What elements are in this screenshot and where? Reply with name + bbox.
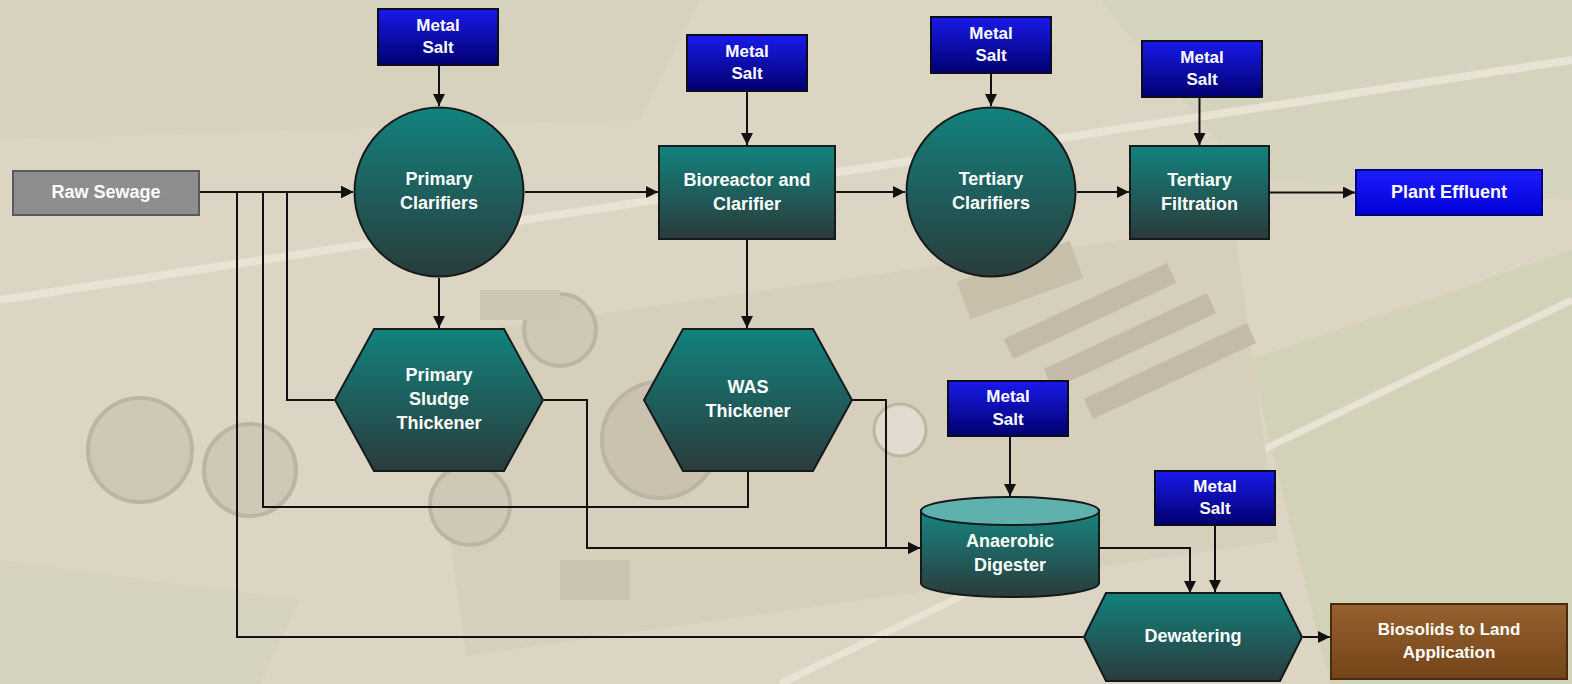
road: [0, 60, 1572, 300]
flow-arrow: [1214, 526, 1216, 592]
field: [0, 560, 300, 684]
node-text-block: Metal Salt: [978, 386, 1038, 431]
basin-photo: [1044, 293, 1216, 389]
chemical-feed-box: Metal Salt: [377, 8, 499, 66]
node-text-block: Metal Salt: [961, 23, 1021, 68]
node-text-block: Metal Salt: [1185, 476, 1245, 521]
node-text-block: Metal Salt: [1172, 47, 1232, 92]
node-outline: [353, 106, 525, 278]
node-label: Tertiary Clarifiers: [936, 168, 1046, 216]
process-box: Tertiary Filtration: [1129, 145, 1270, 240]
node-label: Metal Salt: [961, 23, 1021, 68]
digester-cylinder: Anaerobic Digester: [920, 496, 1100, 598]
flow-arrow: [1100, 548, 1190, 593]
node-outline: [905, 106, 1077, 278]
node-text-block: Biosolids to Land Application: [1369, 619, 1529, 664]
node-text-block: Metal Salt: [408, 15, 468, 60]
chemical-feed-box: Metal Salt: [930, 16, 1052, 74]
flow-arrow: [287, 192, 353, 400]
node-text-block: Primary Sludge Thickener: [384, 364, 494, 435]
flow-arrow: [746, 240, 748, 328]
flow-arrow: [853, 400, 920, 548]
building-photo: [560, 560, 630, 600]
clarifier-photo: [430, 465, 510, 545]
flow-arrow: [1077, 191, 1129, 193]
plant-site: [422, 224, 1279, 655]
thickener-hexagon: Primary Sludge Thickener: [334, 328, 544, 472]
node-label: Metal Salt: [408, 15, 468, 60]
process-box: Bioreactor and Clarifier: [658, 145, 836, 240]
chemical-feed-box: Metal Salt: [1141, 40, 1263, 98]
effluent-box: Plant Effluent: [1355, 169, 1543, 216]
node-text-block: Bioreactor and Clarifier: [667, 169, 827, 217]
field: [1250, 250, 1572, 684]
flow-arrow: [836, 191, 905, 193]
building-photo: [480, 290, 560, 320]
tank-photo: [874, 404, 926, 456]
clarifier-photo: [88, 398, 192, 502]
node-text-block: Raw Sewage: [51, 181, 160, 205]
chemical-feed-box: Metal Salt: [686, 34, 808, 92]
flow-arrow: [438, 278, 440, 328]
node-text-block: WAS Thickener: [693, 376, 803, 424]
hexagon-outline: [644, 329, 852, 471]
node-label: Bioreactor and Clarifier: [667, 169, 827, 217]
influent-box: Raw Sewage: [12, 170, 200, 216]
hexagon-outline: [335, 329, 543, 471]
flow-arrow: [1303, 636, 1330, 638]
thickener-hexagon: WAS Thickener: [643, 328, 853, 472]
cylinder-top: [921, 497, 1099, 525]
flow-arrow: [1270, 192, 1355, 194]
flow-arrow: [438, 66, 440, 106]
flow-arrow: [1199, 98, 1201, 145]
chemical-feed-box: Metal Salt: [947, 380, 1069, 437]
node-label: Plant Effluent: [1391, 181, 1507, 205]
node-text-block: Plant Effluent: [1391, 181, 1507, 205]
node-text-block: Dewatering: [1144, 625, 1241, 649]
field: [0, 0, 700, 140]
chemical-feed-box: Metal Salt: [1154, 470, 1276, 526]
node-label: Metal Salt: [978, 386, 1038, 431]
node-label: Dewatering: [1144, 625, 1241, 649]
hexagon-outline: [1084, 593, 1302, 681]
node-text-block: Anaerobic Digester: [950, 516, 1070, 578]
node-label: Metal Salt: [1172, 47, 1232, 92]
clarifier-circle: Tertiary Clarifiers: [905, 106, 1077, 278]
flow-arrow: [525, 191, 658, 193]
node-outline: [643, 328, 853, 472]
node-label: Primary Sludge Thickener: [384, 364, 494, 435]
node-text-block: Primary Clarifiers: [384, 168, 494, 216]
node-label: Raw Sewage: [51, 181, 160, 205]
flow-arrow: [746, 92, 748, 145]
node-label: Metal Salt: [1185, 476, 1245, 521]
dewatering-hexagon: Dewatering: [1083, 592, 1303, 682]
circle-outline: [907, 108, 1076, 277]
node-label: Metal Salt: [717, 41, 777, 86]
node-text-block: Metal Salt: [717, 41, 777, 86]
node-label: Primary Clarifiers: [384, 168, 494, 216]
circle-outline: [355, 108, 524, 277]
node-text-block: Tertiary Clarifiers: [936, 168, 1046, 216]
flow-arrow: [990, 74, 992, 106]
clarifier-circle: Primary Clarifiers: [353, 106, 525, 278]
node-label: WAS Thickener: [693, 376, 803, 424]
node-text-block: Tertiary Filtration: [1145, 169, 1255, 217]
node-label: Biosolids to Land Application: [1369, 619, 1529, 664]
node-label: Tertiary Filtration: [1145, 169, 1255, 217]
biosolids-box: Biosolids to Land Application: [1330, 603, 1568, 680]
basin-photo: [1084, 323, 1256, 419]
clarifier-photo: [204, 424, 296, 516]
flow-arrow: [1009, 437, 1011, 496]
node-label: Anaerobic Digester: [950, 530, 1070, 578]
